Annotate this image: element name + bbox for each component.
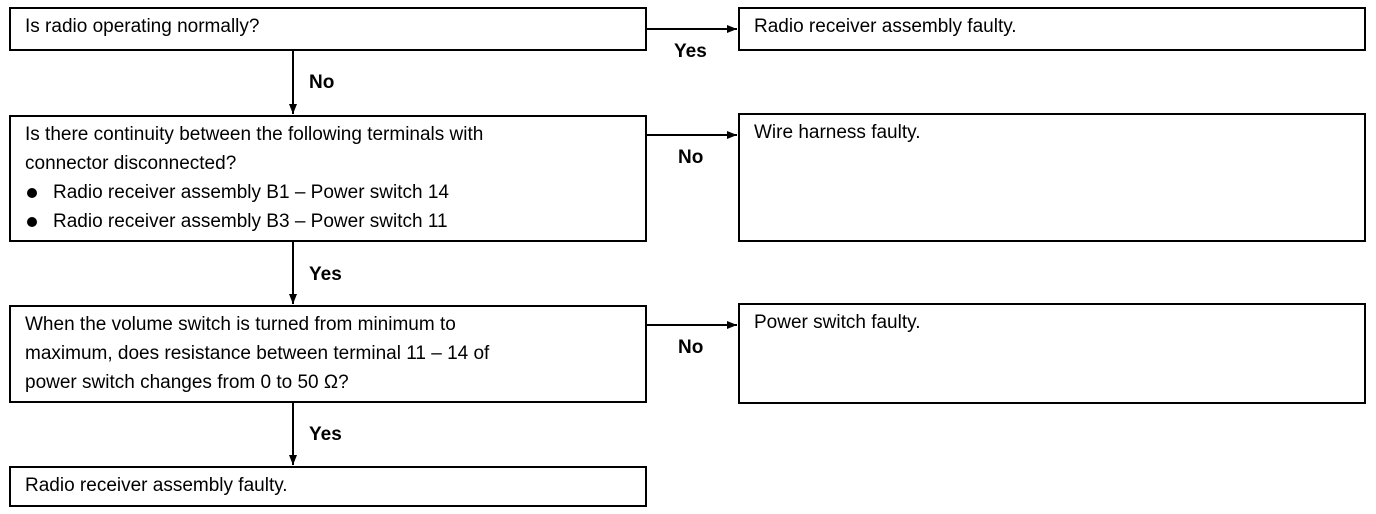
question-line-2: connector disconnected? (25, 153, 237, 174)
label-no-q1: No (309, 72, 335, 93)
label-yes-q3: Yes (309, 424, 342, 445)
question-line-1: When the volume switch is turned from mi… (25, 314, 456, 335)
question-line-3: power switch changes from 0 to 50 Ω? (25, 372, 349, 393)
result-text: Wire harness faulty. (754, 122, 921, 143)
result-text: Power switch faulty. (754, 312, 921, 333)
result-radio-receiver-faulty: Radio receiver assembly faulty. (738, 7, 1366, 51)
question-line-2: maximum, does resistance between termina… (25, 343, 490, 364)
bullet-item-b1: Radio receiver assembly B1 – Power switc… (25, 178, 631, 207)
label-no-q2: No (678, 147, 704, 168)
label-yes-q1: Yes (674, 41, 707, 62)
label-yes-q2: Yes (309, 264, 342, 285)
question-radio-operating: Is radio operating normally? (9, 7, 647, 51)
question-volume-resistance: When the volume switch is turned from mi… (9, 305, 647, 403)
question-line-1: Is there continuity between the followin… (25, 124, 484, 145)
question-text: Is radio operating normally? (25, 16, 260, 37)
label-no-q3: No (678, 337, 704, 358)
result-text: Radio receiver assembly faulty. (754, 16, 1017, 37)
question-continuity: Is there continuity between the followin… (9, 115, 647, 242)
result-power-switch-faulty: Power switch faulty. (738, 303, 1366, 404)
bullet-item-b3: Radio receiver assembly B3 – Power switc… (25, 207, 631, 236)
result-radio-receiver-faulty-final: Radio receiver assembly faulty. (9, 466, 647, 507)
result-text: Radio receiver assembly faulty. (25, 475, 288, 496)
result-wire-harness-faulty: Wire harness faulty. (738, 113, 1366, 242)
